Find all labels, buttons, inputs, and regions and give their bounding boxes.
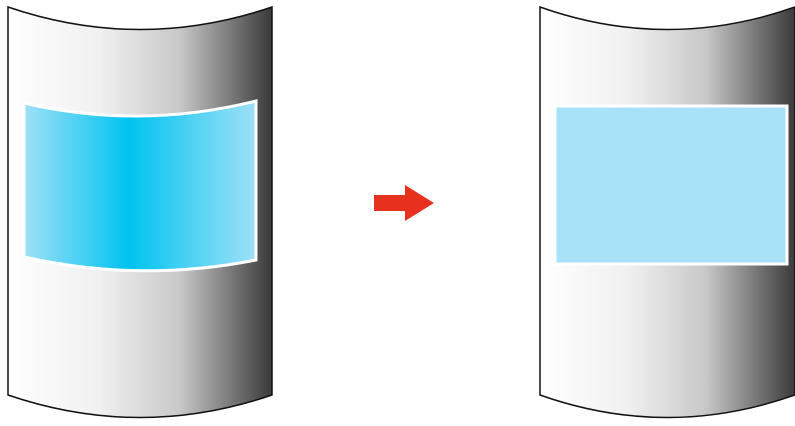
after-panel [539,5,795,419]
right-arrow-icon [374,185,434,221]
before-panel [7,5,273,419]
corrected-projection [553,104,789,266]
warped-projection [22,99,258,273]
